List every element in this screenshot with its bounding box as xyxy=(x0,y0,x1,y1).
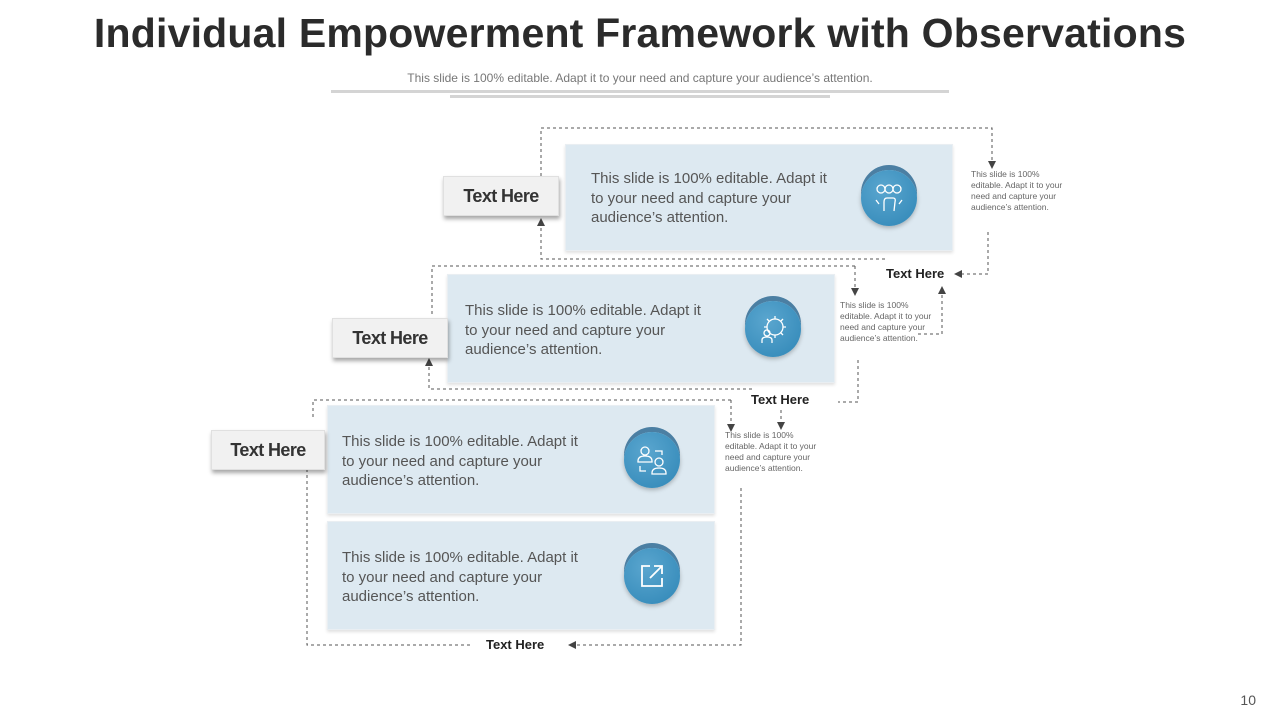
connector-label-4: Text Here xyxy=(484,637,547,652)
step-panel-1: This slide is 100% editable. Adapt it to… xyxy=(565,144,953,251)
step-tag-2: Text Here xyxy=(332,318,448,358)
connector-mid-outer xyxy=(431,265,855,317)
step-note-3: This slide is 100% editable. Adapt it to… xyxy=(725,430,817,473)
connector-top-outer xyxy=(540,127,996,212)
step-text-1: This slide is 100% editable. Adapt it to… xyxy=(591,170,827,226)
page-number: 10 xyxy=(1240,692,1256,708)
empowerment-people-fist-icon xyxy=(861,170,917,226)
step-panel-3: This slide is 100% editable. Adapt it to… xyxy=(327,405,715,514)
connector-low-return xyxy=(568,488,742,649)
connector-top-bottom xyxy=(537,218,885,260)
page-title: Individual Empowerment Framework with Ob… xyxy=(93,10,1187,56)
title-divider-inner xyxy=(450,95,830,98)
gear-person-icon xyxy=(745,301,801,357)
step-text-3: This slide is 100% editable. Adapt it to… xyxy=(342,433,578,489)
connector-mid-return xyxy=(838,360,859,403)
step-text-2: This slide is 100% editable. Adapt it to… xyxy=(465,302,701,358)
step-tag-3: Text Here xyxy=(211,430,325,470)
page-subtitle: This slide is 100% editable. Adapt it to… xyxy=(407,71,873,85)
connector-top-return xyxy=(954,232,989,278)
step-panel-2: This slide is 100% editable. Adapt it to… xyxy=(447,274,835,383)
title-divider xyxy=(331,90,949,93)
connector-label-2: Text Here xyxy=(749,392,812,407)
people-exchange-icon xyxy=(624,432,680,488)
step-note-2: This slide is 100% editable. Adapt it to… xyxy=(840,300,932,343)
step-panel-4: This slide is 100% editable. Adapt it to… xyxy=(327,521,715,630)
connector-label-1: Text Here xyxy=(884,266,947,281)
step-note-1: This slide is 100% editable. Adapt it to… xyxy=(971,169,1063,212)
connector-low-left xyxy=(306,470,470,646)
step-text-4: This slide is 100% editable. Adapt it to… xyxy=(342,549,578,605)
step-tag-1: Text Here xyxy=(443,176,559,216)
connector-low-outer xyxy=(312,399,731,420)
external-link-icon xyxy=(624,548,680,604)
connector-mid-up xyxy=(918,286,946,335)
